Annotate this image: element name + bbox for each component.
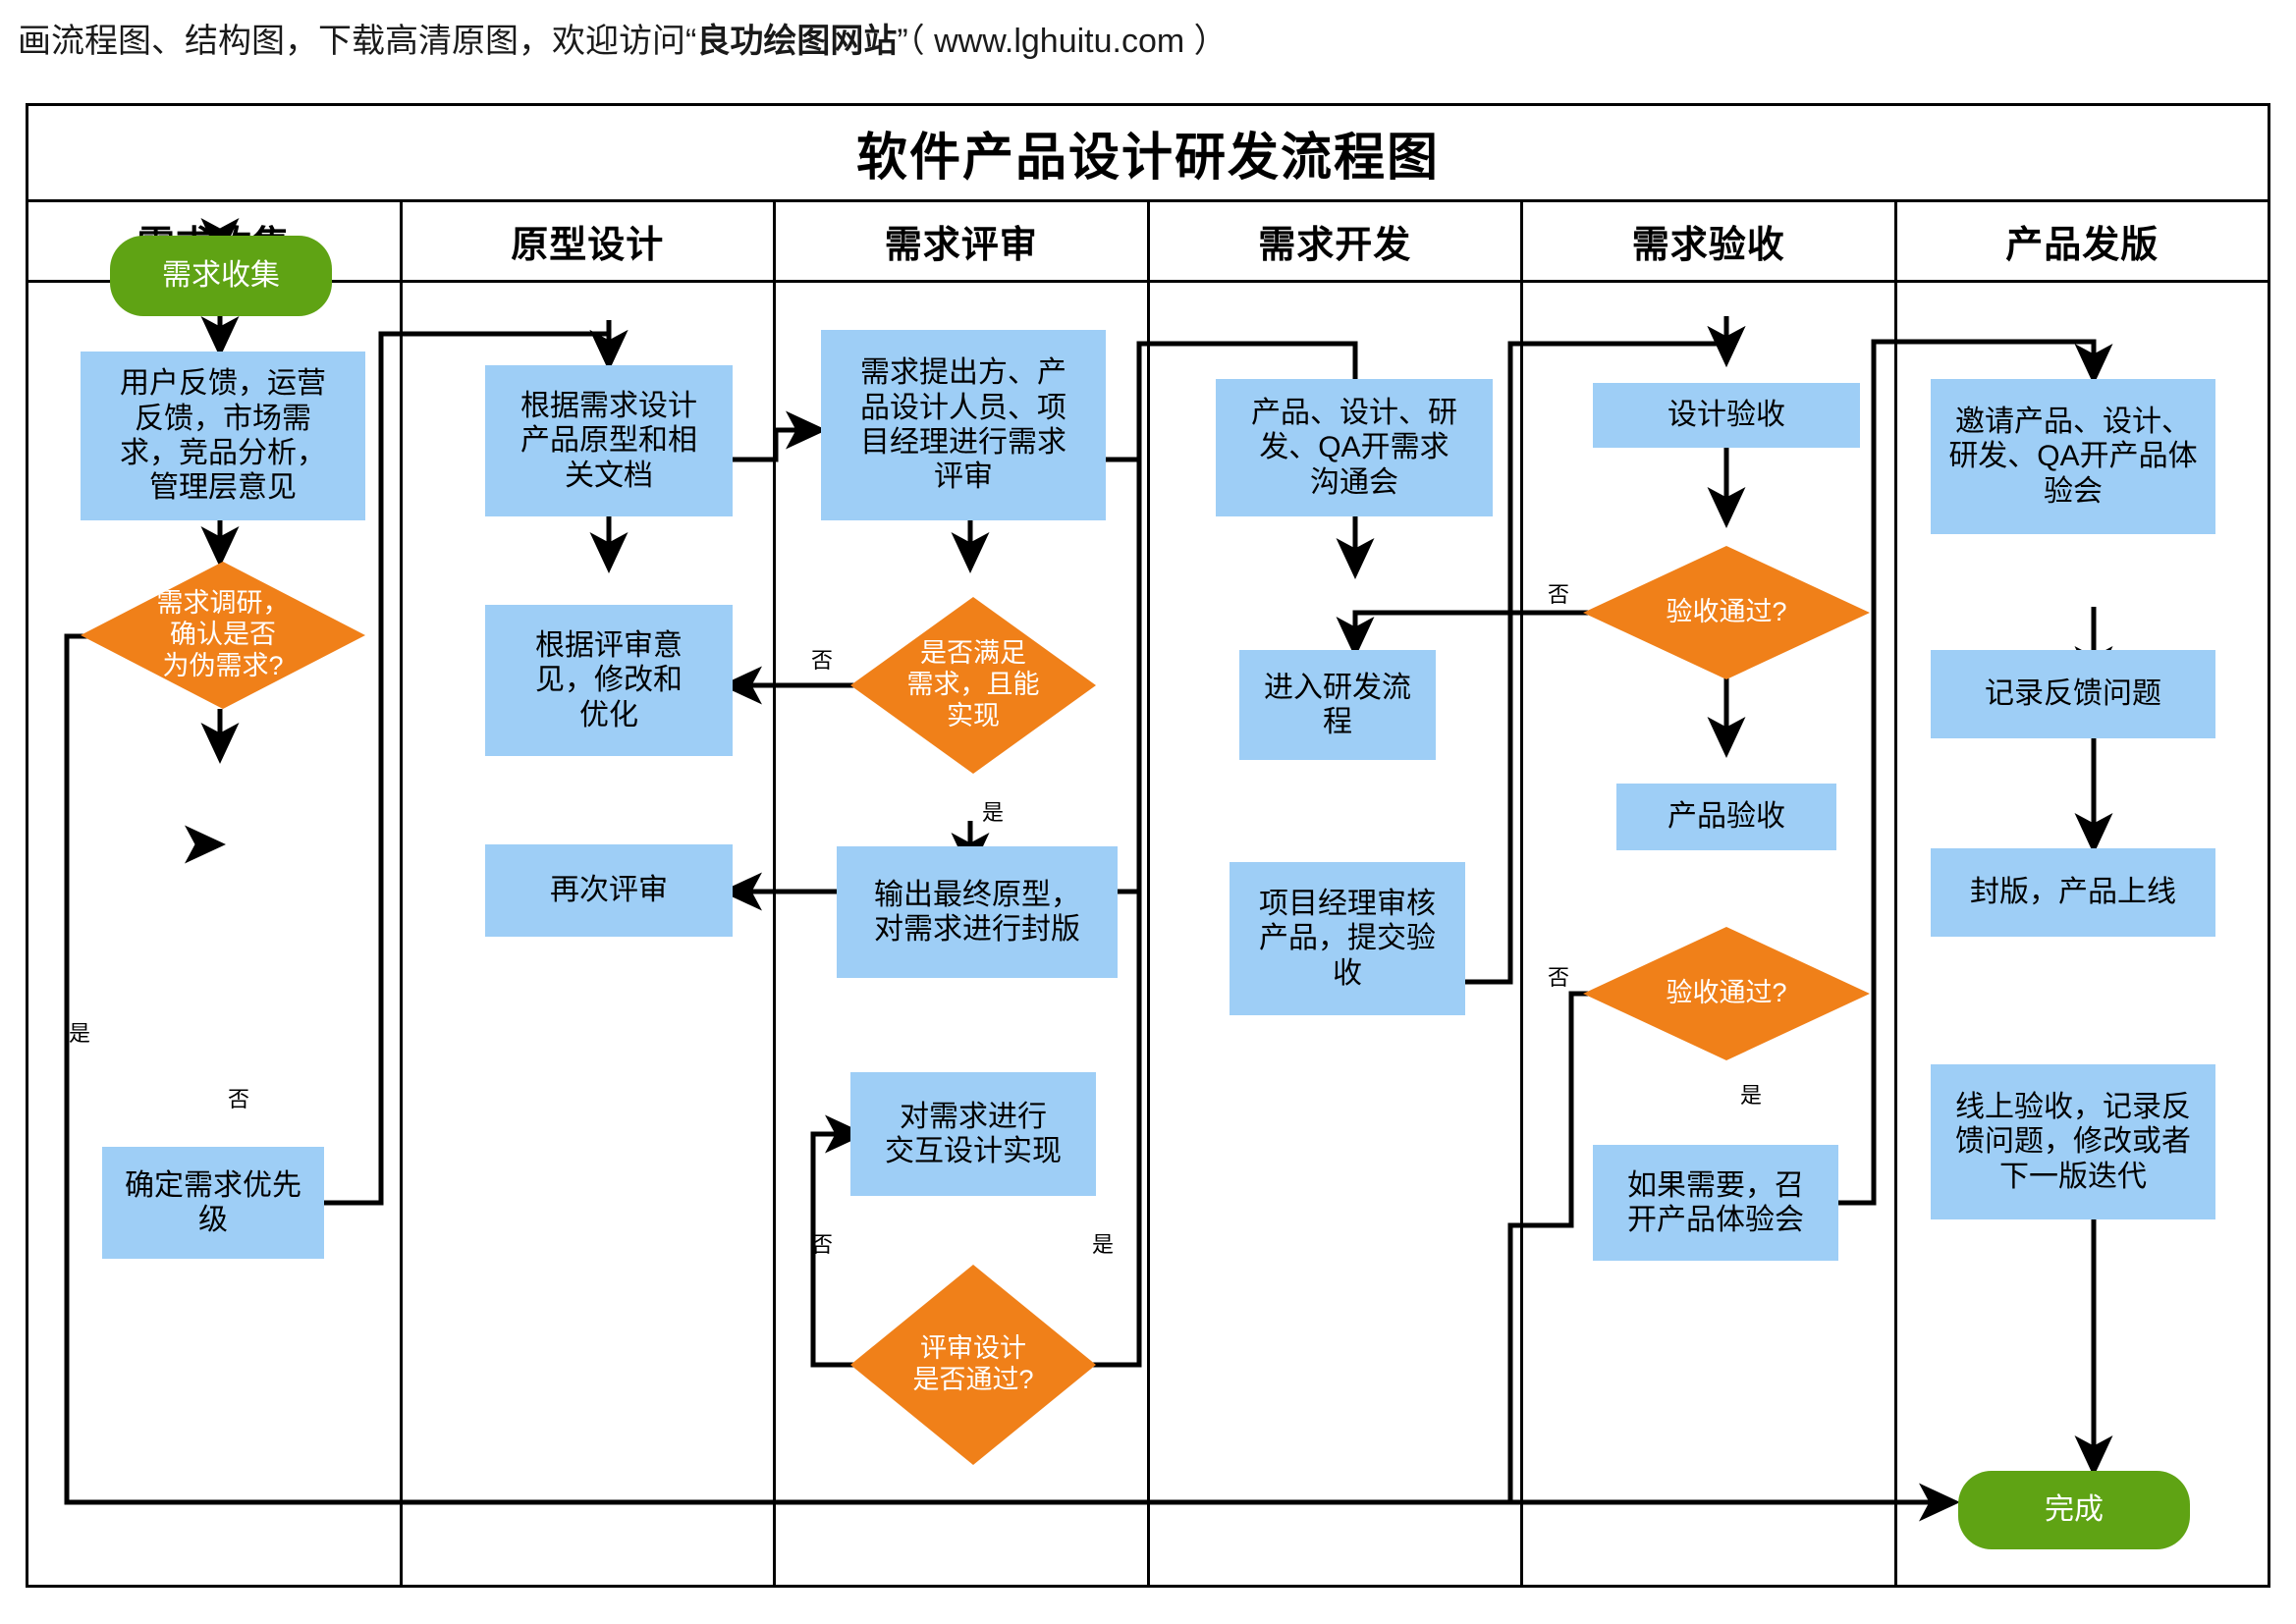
watermark-site: 良功绘图网站 <box>696 23 898 60</box>
edge-label-design-review-no: 否 <box>811 1232 834 1257</box>
node-dev-kickoff: 产品、设计、研 发、QA开需求 沟通会 <box>1216 379 1493 516</box>
research-decision-label: 需求调研， 确认是否 为伪需求? <box>81 562 365 709</box>
review-decision-label: 是否满足 需求，且能 实现 <box>850 597 1096 774</box>
lane-header-requirement-review: 需求评审 <box>776 202 1150 280</box>
acceptance-decision-2-label: 验收通过? <box>1583 927 1870 1060</box>
node-start-requirement-collection: 需求收集 <box>110 236 332 316</box>
watermark-suffix: ”（ www.lghuitu.com ） <box>897 23 1228 60</box>
design-review-decision-label: 评审设计 是否通过? <box>850 1265 1096 1465</box>
node-prototype-rereview: 再次评审 <box>485 844 733 937</box>
edge-label-accept2-no: 否 <box>1548 965 1570 990</box>
node-record-feedback: 记录反馈问题 <box>1931 650 2215 738</box>
lane-header-prototype-design: 原型设计 <box>403 202 776 280</box>
node-invite-experience: 邀请产品、设计、 研发、QA开产品体 验会 <box>1931 379 2215 534</box>
node-seal-release: 封版，产品上线 <box>1931 848 2215 937</box>
node-design-review-decision: 评审设计 是否通过? <box>850 1265 1096 1465</box>
watermark-prefix: 画流程图、结构图，下载高清原图，欢迎访问“ <box>18 23 697 60</box>
edge-label-accept2-yes: 是 <box>1740 1083 1763 1108</box>
node-review-decision: 是否满足 需求，且能 实现 <box>850 597 1096 774</box>
edge-label-review-yes: 是 <box>982 800 1005 825</box>
diagram-frame: 软件产品设计研发流程图 需求收集 原型设计 需求评审 需求开发 需求验收 产品发… <box>26 103 2270 1588</box>
title-row: 软件产品设计研发流程图 <box>28 106 2268 202</box>
node-prototype-revise: 根据评审意 见，修改和 优化 <box>485 605 733 756</box>
lane-header-requirement-acceptance: 需求验收 <box>1523 202 1897 280</box>
node-prototype-design: 根据需求设计 产品原型和相 关文档 <box>485 365 733 516</box>
lane-header-product-release: 产品发版 <box>2005 225 2159 266</box>
edge-label-review-no: 否 <box>811 648 834 673</box>
node-acceptance-decision-1: 验收通过? <box>1583 546 1870 679</box>
node-priority: 确定需求优先 级 <box>102 1147 324 1259</box>
edge-label-research-yes: 是 <box>69 1021 91 1046</box>
edge-label-accept1-no: 否 <box>1548 582 1570 607</box>
lane-header-row: 需求收集 原型设计 需求评审 需求开发 需求验收 产品发版 <box>28 202 2268 283</box>
node-final-prototype: 输出最终原型， 对需求进行封版 <box>837 846 1118 978</box>
acceptance-decision-1-label: 验收通过? <box>1583 546 1870 679</box>
edge-label-design-review-yes: 是 <box>1092 1232 1115 1257</box>
node-research-decision: 需求调研， 确认是否 为伪需求? <box>81 562 365 709</box>
node-experience-meeting: 如果需要，召 开产品体验会 <box>1593 1145 1838 1261</box>
node-design-acceptance: 设计验收 <box>1593 383 1860 448</box>
node-finish: 完成 <box>1958 1471 2190 1549</box>
node-product-acceptance: 产品验收 <box>1616 784 1836 850</box>
site-watermark: 画流程图、结构图，下载高清原图，欢迎访问“良功绘图网站”（ www.lghuit… <box>18 14 1228 62</box>
edge-label-research-no: 否 <box>228 1087 250 1111</box>
node-dev-process: 进入研发流 程 <box>1239 650 1436 760</box>
node-pm-review: 项目经理审核 产品，提交验 收 <box>1230 862 1465 1015</box>
node-online-acceptance: 线上验收，记录反 馈问题，修改或者 下一版迭代 <box>1931 1064 2215 1219</box>
node-acceptance-decision-2: 验收通过? <box>1583 927 1870 1060</box>
page-title: 软件产品设计研发流程图 <box>855 130 1440 187</box>
node-interaction-design: 对需求进行 交互设计实现 <box>850 1072 1096 1196</box>
node-review-meeting: 需求提出方、产 品设计人员、项 目经理进行需求 评审 <box>821 330 1106 520</box>
lane-header-requirement-development: 需求开发 <box>1150 202 1523 280</box>
node-collect-sources: 用户反馈，运营 反馈，市场需 求，竞品分析， 管理层意见 <box>81 352 365 520</box>
